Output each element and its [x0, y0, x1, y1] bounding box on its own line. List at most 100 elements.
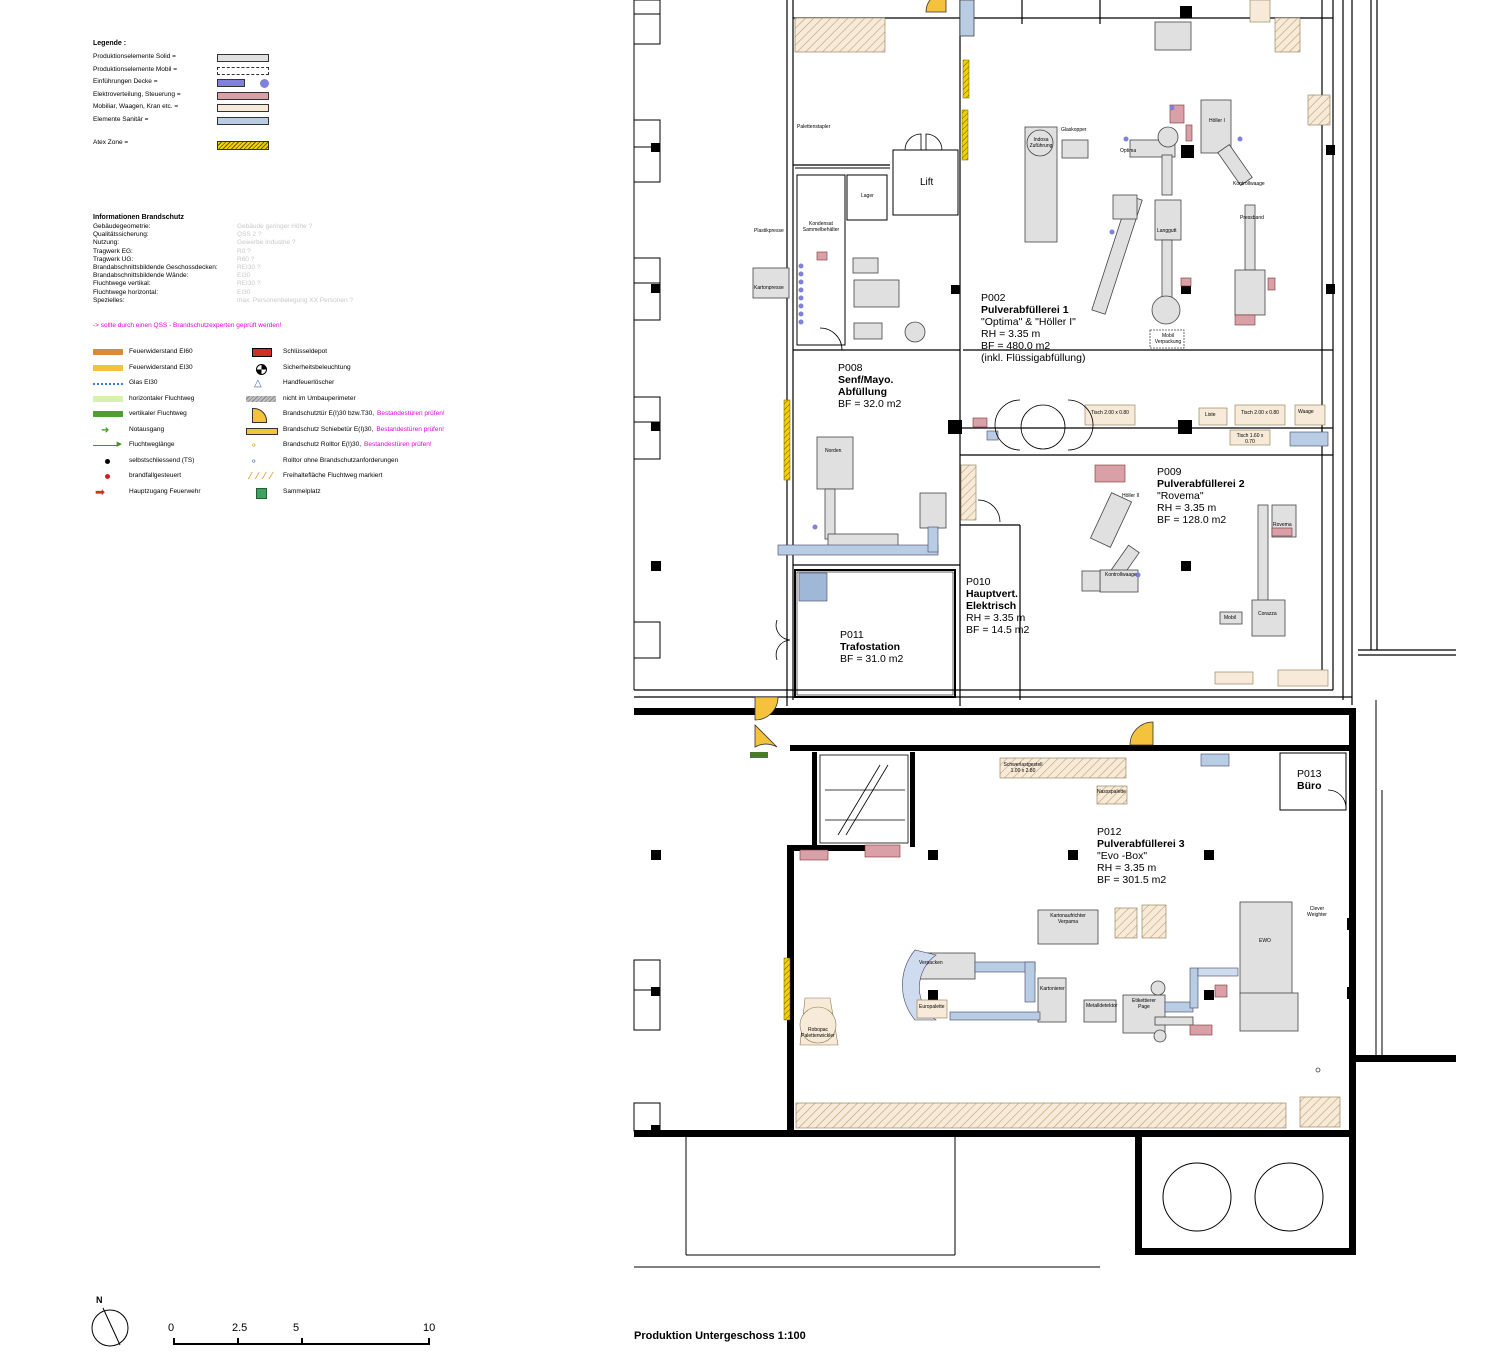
fire-legend-warning: Bestandestüren prüfen!: [364, 441, 432, 448]
horizontal-escape-bar-icon: [93, 395, 123, 404]
room-height: RH = 3.35 m: [981, 328, 1041, 340]
info-key: Qualitätssicherung:: [93, 231, 149, 239]
room-area: BF = 14.5 m2: [966, 624, 1030, 636]
room-id: P013: [1297, 768, 1322, 780]
legend-title: Legende :: [93, 40, 127, 47]
room-title: Pulverabfüllerei 2: [1157, 478, 1245, 490]
room-note: (inkl. Flüssigabfüllung): [981, 352, 1086, 364]
room-id: P010: [966, 576, 991, 588]
fire-legend-label: Feuerwiderstand EI60: [129, 348, 193, 355]
info-value: R0 ?: [237, 247, 251, 255]
room-p012: P012 Pulverabfüllerei 3 "Evo -Box" RH = …: [1097, 826, 1185, 886]
info-value: Gebäude geringer Höhe ?: [237, 223, 313, 230]
sliding-door-icon: [246, 426, 278, 435]
info-key: Brandabschnittsbildende Geschossdecken:: [93, 264, 218, 272]
info-row: Spezielles: max. Personenbelegung XX Pers…: [93, 297, 353, 305]
legend-swatch: [217, 79, 245, 87]
room-title-2: Abfüllung: [838, 386, 887, 398]
fire-legend-label: Hauptzugang Feuerwehr: [129, 487, 201, 495]
info-value: EI30: [237, 272, 251, 280]
room-p010: P010 Hauptvert. Elektrisch RH = 3.35 m B…: [966, 576, 1029, 636]
room-id: P002: [981, 292, 1006, 304]
label-glaskopper: Glaskopper: [1061, 127, 1087, 133]
label-clever-weighter: Clever Weighter: [1307, 906, 1327, 918]
fire-legend-item: Feuerwiderstand EI30: [129, 364, 193, 371]
info-title: Informationen Brandschutz: [93, 214, 185, 221]
label-palettenstapler: Palettenstapler: [797, 124, 831, 130]
info-value: REI30 ?: [237, 280, 261, 288]
room-id: P008: [838, 362, 863, 374]
label-tisch-3: Tisch 1.60 x 0.70: [1236, 433, 1264, 445]
fire-legend-label: Feuerwiderstand EI30: [129, 363, 193, 371]
info-key: Spezielles:: [93, 296, 125, 304]
lower-thick-walls: [634, 708, 1456, 1255]
label-plastikpresse: Plastikpresse: [754, 228, 784, 234]
fire-legend-item: Freihaltefläche Fluchtweg markiert: [283, 472, 382, 479]
label-corazza: Corazza: [1258, 611, 1277, 617]
label-europalette: Europalette: [919, 1004, 945, 1010]
ei60-bar-icon: [93, 348, 123, 357]
room-p008: P008 Senf/Mayo. Abfüllung BF = 32.0 m2: [838, 362, 901, 410]
fire-doors: [754, 0, 1154, 748]
fire-legend-item: Sicherheitsbeleuchtung: [283, 364, 351, 371]
info-key: Tragwerk UG:: [93, 255, 134, 263]
room-area: BF = 128.0 m2: [1157, 514, 1227, 526]
fire-legend-label: Glas EI30: [129, 379, 158, 386]
facade-black-squares: [651, 143, 660, 1131]
info-row: Qualitätssicherung:QSS 2 ?: [93, 231, 353, 239]
room-id: P012: [1097, 826, 1122, 838]
info-row: Gebäudegeometrie:Gebäude geringer Höhe ?: [93, 223, 353, 231]
fire-legend-item: Brandschutz Schiebetür E(I)30,Bestandest…: [283, 426, 444, 433]
stair: [819, 754, 909, 844]
label-rovema: Rovema: [1273, 522, 1292, 528]
keep-clear-icon: [246, 472, 276, 481]
key-depot-icon: [246, 348, 276, 357]
room-area: BF = 301.5 m2: [1097, 874, 1167, 886]
info-row: Brandabschnittsbildende Geschossdecken:R…: [93, 264, 353, 272]
room-title: Trafostation: [840, 641, 901, 653]
red-dot-icon: [93, 472, 123, 481]
label-mobil-verpackung: Mobil Verpackung: [1154, 333, 1182, 345]
roller-door-icon: ⚬: [250, 440, 258, 450]
columns: [651, 6, 1356, 1000]
fire-legend-label: Brandschutztür E(I)30 bzw.T30,: [283, 410, 375, 417]
room-subtitle: "Optima" & "Höller I": [981, 316, 1076, 328]
fire-legend-label: horizontaler Fluchtweg: [129, 394, 195, 402]
fire-legend-item: brandfallgesteuert: [129, 472, 181, 479]
legend-item-label: Elektroverteilung, Steuerung =: [93, 90, 181, 98]
label-nassspalette: Nassspalette: [1097, 789, 1126, 795]
fire-legend-label: vertikaler Fluchtweg: [129, 410, 187, 417]
hatched-grey-icon: [246, 395, 276, 404]
info-row: Brandabschnittsbildende Wände:EI30: [93, 272, 353, 280]
green-marker: [750, 752, 768, 758]
lower-thin-walls: [634, 700, 1383, 1268]
label-lager: Lager: [861, 193, 874, 199]
fire-legend-item: Handfeuerlöscher: [283, 379, 334, 386]
fire-legend-item: Feuerwiderstand EI60: [129, 348, 193, 355]
label-liste: Liste: [1205, 412, 1216, 418]
label-holler1: Höller I: [1209, 118, 1225, 124]
ei30-bar-icon: [93, 364, 123, 373]
fire-legend-item: Brandschutztür E(I)30 bzw.T30,Bestandest…: [283, 410, 445, 417]
label-evo: EWO: [1259, 938, 1271, 944]
label-indosa: Indosa Zuführung: [1029, 137, 1053, 149]
room-p002: P002 Pulverabfüllerei 1 "Optima" & "Höll…: [981, 292, 1085, 364]
label-verpacken: Verpacken: [919, 960, 943, 966]
fire-legend-label: Notausgang: [129, 425, 165, 433]
label-kartonierer: Kartonierer: [1040, 986, 1065, 992]
fire-legend-item: nicht im Umbauperimeter: [283, 395, 356, 402]
info-key: Fluchtwege vertikal:: [93, 280, 151, 288]
room-height: RH = 3.35 m: [966, 612, 1026, 624]
info-value: max. Personenbelegung XX Personen ?: [237, 296, 353, 304]
fire-legend-item: Fluchtweglänge: [129, 441, 175, 448]
room-title: Senf/Mayo.: [838, 374, 894, 386]
legend-swatch: [217, 91, 269, 100]
info-key: Nutzung:: [93, 239, 120, 247]
legend-swatch: [217, 116, 269, 125]
furniture: [799, 0, 1329, 1046]
room-p011: P011 Trafostation BF = 31.0 m2: [840, 629, 903, 665]
scale-bar: [173, 1338, 430, 1345]
label-metalldetektor: Metalldetektor: [1086, 1003, 1118, 1009]
info-value: EI30: [237, 288, 251, 296]
label-lift: Lift: [920, 177, 934, 188]
